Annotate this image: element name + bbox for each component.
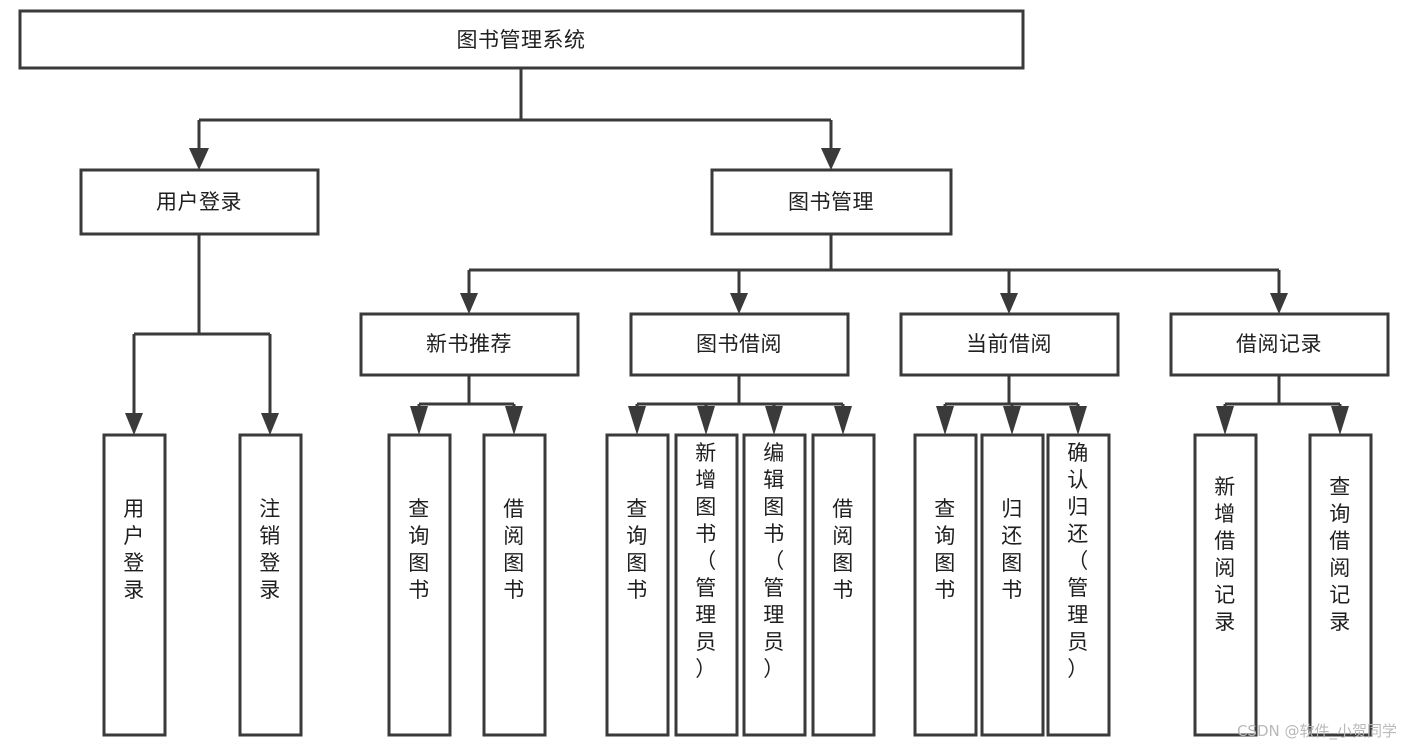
leaf-add-record-label: 新增借阅记录 xyxy=(1214,475,1236,634)
leaf-return-book-label: 归还图书 xyxy=(1001,497,1023,602)
arrow-head-leaf-borrow-book-1 xyxy=(505,406,523,435)
connector-layer xyxy=(125,68,1349,435)
leaf-user-login[interactable]: 用户登录 xyxy=(102,433,167,737)
arrow-head-book-manage xyxy=(821,148,841,170)
arrow-head-leaf-confirm-return xyxy=(1069,406,1087,435)
arrow-head-leaf-user-login xyxy=(125,413,143,435)
arrow-head-user-login xyxy=(189,148,209,170)
node-book-manage[interactable]: 图书管理 xyxy=(710,168,953,236)
leaf-query-book-2[interactable]: 查询图书 xyxy=(605,433,670,737)
arrow-head-leaf-edit-book xyxy=(765,406,783,435)
node-book-manage-label: 图书管理 xyxy=(788,190,874,214)
leaf-confirm-return[interactable]: 确认归还（管理员） xyxy=(1046,433,1111,737)
node-user-login-box[interactable] xyxy=(79,168,320,236)
leaf-borrow-book-1-label: 借阅图书 xyxy=(503,497,525,602)
leaf-confirm-return-label: 确认归还（管理员） xyxy=(1067,441,1089,681)
node-new-book-recommend[interactable]: 新书推荐 xyxy=(359,312,580,377)
arrow-head-leaf-query-book-3 xyxy=(936,406,954,435)
leaf-return-book-box[interactable] xyxy=(980,433,1045,737)
csdn-watermark: CSDN @软件_小贺同学 xyxy=(1236,722,1397,740)
arrow-head-leaf-query-record xyxy=(1331,406,1349,435)
leaf-return-book[interactable]: 归还图书 xyxy=(980,433,1045,737)
node-borrow-record-box[interactable] xyxy=(1169,312,1390,377)
leaf-borrow-book-2-box[interactable] xyxy=(811,433,876,737)
leaf-query-book-1[interactable]: 查询图书 xyxy=(387,433,452,737)
leaf-logout-label: 注销登录 xyxy=(259,497,281,602)
arrow-head-leaf-return-book xyxy=(1003,406,1021,435)
node-root-box[interactable] xyxy=(18,9,1025,70)
node-user-login-label: 用户登录 xyxy=(156,190,242,214)
node-book-manage-box[interactable] xyxy=(710,168,953,236)
arrow-head-book-borrow xyxy=(730,293,748,314)
leaf-edit-book[interactable]: 编辑图书（管理员） xyxy=(742,433,807,737)
node-current-borrow-box[interactable] xyxy=(899,312,1120,377)
leaf-logout-box[interactable] xyxy=(238,433,303,737)
node-new-book-recommend-label: 新书推荐 xyxy=(426,332,512,356)
node-book-borrow[interactable]: 图书借阅 xyxy=(629,312,850,377)
leaf-add-book-box[interactable] xyxy=(674,433,739,737)
leaf-add-record[interactable]: 新增借阅记录 xyxy=(1193,433,1258,737)
arrow-head-leaf-query-book-2 xyxy=(628,406,646,435)
arrow-head-leaf-query-book-1 xyxy=(410,406,428,435)
arrow-head-new-book-recommend xyxy=(460,293,478,314)
leaf-add-book[interactable]: 新增图书（管理员） xyxy=(674,433,739,737)
leaf-borrow-book-1-box[interactable] xyxy=(482,433,547,737)
node-borrow-record-label: 借阅记录 xyxy=(1236,332,1322,356)
leaf-borrow-book-2-label: 借阅图书 xyxy=(832,497,854,602)
leaf-query-record-label: 查询借阅记录 xyxy=(1329,475,1351,634)
leaf-query-book-1-box[interactable] xyxy=(387,433,452,737)
node-borrow-record[interactable]: 借阅记录 xyxy=(1169,312,1390,377)
leaf-query-book-2-box[interactable] xyxy=(605,433,670,737)
leaf-edit-book-label: 编辑图书（管理员） xyxy=(763,441,785,681)
leaf-edit-book-box[interactable] xyxy=(742,433,807,737)
arrow-head-leaf-borrow-book-2 xyxy=(834,406,852,435)
node-book-borrow-label: 图书借阅 xyxy=(696,332,782,356)
leaf-query-book-3[interactable]: 查询图书 xyxy=(913,433,978,737)
arrow-head-borrow-record xyxy=(1270,293,1288,314)
leaf-query-book-1-label: 查询图书 xyxy=(408,497,430,602)
node-new-book-recommend-box[interactable] xyxy=(359,312,580,377)
leaf-borrow-book-2[interactable]: 借阅图书 xyxy=(811,433,876,737)
arrow-head-current-borrow xyxy=(1000,293,1018,314)
arrow-head-leaf-add-record xyxy=(1216,406,1234,435)
leaf-user-login-label: 用户登录 xyxy=(123,497,145,602)
node-current-borrow-label: 当前借阅 xyxy=(966,332,1052,356)
arrow-head-leaf-logout xyxy=(261,413,279,435)
node-root-label: 图书管理系统 xyxy=(457,28,586,52)
leaf-query-book-3-label: 查询图书 xyxy=(934,497,956,602)
leaf-query-book-3-box[interactable] xyxy=(913,433,978,737)
leaf-logout[interactable]: 注销登录 xyxy=(238,433,303,737)
leaf-add-book-label: 新增图书（管理员） xyxy=(695,441,717,681)
leaf-add-record-box[interactable] xyxy=(1193,433,1258,737)
leaf-query-record-box[interactable] xyxy=(1308,433,1373,737)
leaf-query-record[interactable]: 查询借阅记录 xyxy=(1308,433,1373,737)
node-user-login[interactable]: 用户登录 xyxy=(79,168,320,236)
leaf-query-book-2-label: 查询图书 xyxy=(626,497,648,602)
leaf-borrow-book-1[interactable]: 借阅图书 xyxy=(482,433,547,737)
node-current-borrow[interactable]: 当前借阅 xyxy=(899,312,1120,377)
leaf-confirm-return-box[interactable] xyxy=(1046,433,1111,737)
node-book-borrow-box[interactable] xyxy=(629,312,850,377)
leaf-user-login-box[interactable] xyxy=(102,433,167,737)
node-root[interactable]: 图书管理系统 xyxy=(18,9,1025,70)
arrow-head-leaf-add-book xyxy=(697,406,715,435)
